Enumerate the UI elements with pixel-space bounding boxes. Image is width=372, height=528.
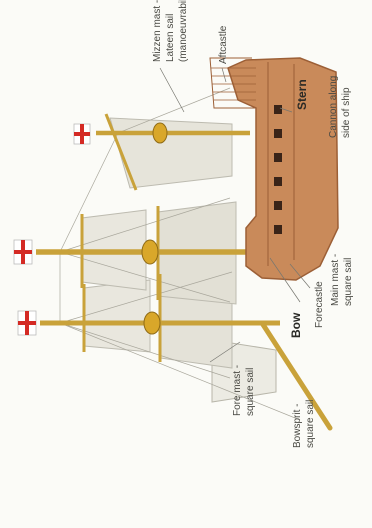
- label-mizzen-mast-1: Mizzen mast -: [152, 0, 163, 62]
- label-aftcastle: Aftcastle: [218, 25, 229, 64]
- label-stern: Stern: [295, 79, 309, 110]
- label-forecastle: Forecastle: [314, 281, 325, 328]
- label-main-mast-2: square sail: [343, 258, 354, 306]
- label-fore-mast-2: square sail: [245, 368, 256, 416]
- main-flag: [14, 240, 32, 264]
- label-fore-mast-1: Fore mast -: [232, 365, 243, 416]
- label-mizzen-mast-2: Lateen sail: [165, 14, 176, 62]
- mizzen-flag: [74, 124, 90, 144]
- fore-flag: [18, 311, 36, 335]
- label-cannon-2: side of ship: [341, 87, 352, 138]
- label-bow: Bow: [289, 312, 303, 338]
- label-cannon-1: Cannon along: [328, 76, 339, 138]
- label-bowsprit-1: Bowsprit -: [292, 404, 303, 448]
- label-main-mast-1: Main mast -: [330, 254, 341, 306]
- label-bowsprit-2: square sail: [305, 400, 316, 448]
- label-mizzen-mast-3: (manoeuvrability): [178, 0, 189, 62]
